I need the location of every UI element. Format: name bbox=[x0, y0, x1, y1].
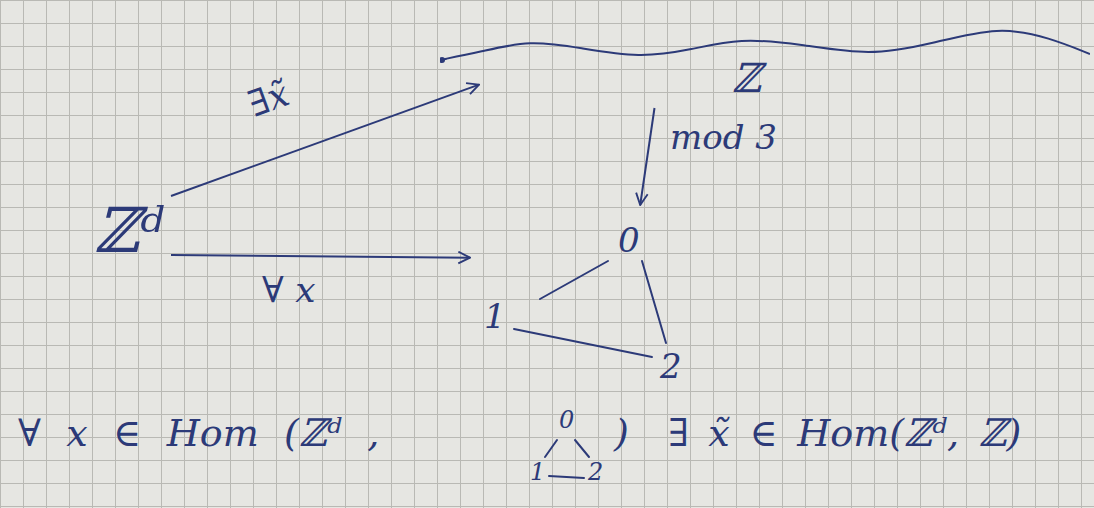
graph-edge bbox=[540, 261, 608, 299]
math-symbol: ℤᵈ bbox=[94, 200, 164, 262]
bracket-text: ) bbox=[614, 414, 629, 452]
lattice-symbol: ℤᵈ bbox=[88, 196, 171, 268]
triangle-edge bbox=[575, 440, 589, 457]
wavy-line bbox=[440, 31, 1090, 60]
graph-edge bbox=[642, 261, 666, 343]
triangle-edge bbox=[545, 440, 557, 457]
triangle-edge bbox=[549, 476, 584, 478]
statement-text: ∃ x̃ ∈ Hom(ℤᵈ, ℤ) bbox=[668, 414, 1021, 452]
edge-label: ∃x̃ bbox=[244, 75, 294, 122]
arrow-connector bbox=[171, 85, 479, 196]
arrow-connector bbox=[640, 108, 654, 205]
start-dot bbox=[440, 57, 445, 63]
vertex-number: 0 bbox=[618, 223, 640, 257]
wavy-line bbox=[440, 18, 1090, 108]
arrow-connector bbox=[171, 255, 470, 258]
edge-label: ∀ x bbox=[262, 272, 315, 308]
vertex-number: 2 bbox=[660, 349, 682, 383]
integer-line: ℤ bbox=[440, 18, 1090, 108]
vertex-number: 2 bbox=[588, 460, 603, 484]
vertex-number: 1 bbox=[530, 460, 545, 484]
triangle-graph: 0 1 2 bbox=[470, 205, 700, 393]
vertex-number: 0 bbox=[559, 408, 574, 432]
statement-text: ∀ x ∈ Hom (ℤᵈ , bbox=[18, 414, 379, 452]
edge-label: mod 3 bbox=[670, 120, 777, 154]
graph-edge bbox=[514, 329, 652, 357]
math-symbol: ℤ bbox=[732, 58, 761, 98]
vertex-number: 1 bbox=[484, 299, 506, 333]
